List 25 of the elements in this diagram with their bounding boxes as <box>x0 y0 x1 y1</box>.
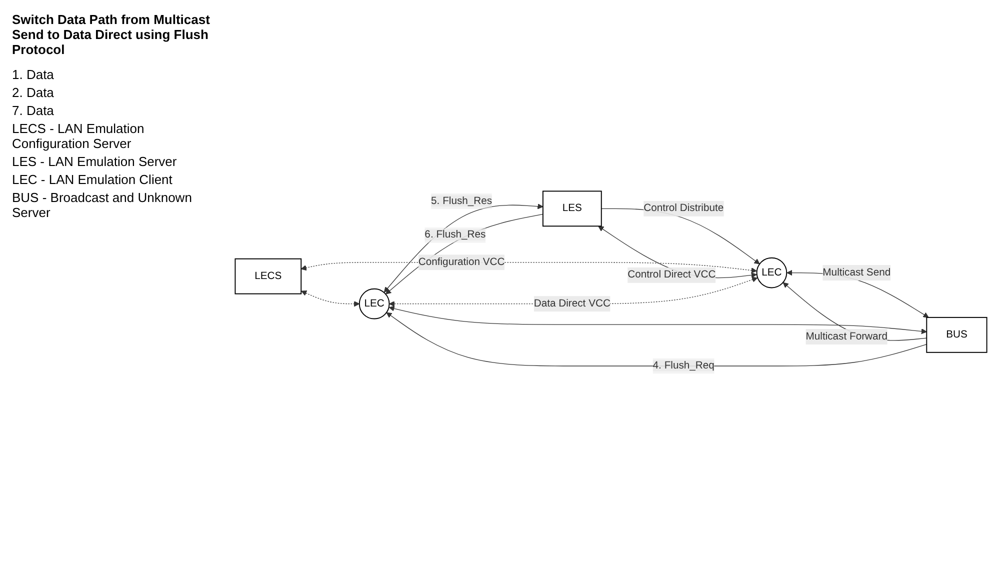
arrow <box>388 305 927 334</box>
annotation-text: LECS - LAN Emulation Configuration Server <box>12 121 146 151</box>
edge-label: 4. Flush_Req <box>652 360 714 371</box>
edge-label: Multicast Forward <box>806 330 888 342</box>
edge-label: Control Distribute <box>644 202 724 214</box>
node-box: BUS <box>926 316 988 352</box>
edge-label: Control Direct VCC <box>628 268 716 280</box>
node-circle: LEC <box>756 256 788 288</box>
annotation-text: BUS - Broadcast and Unknown Server <box>12 190 193 220</box>
edge-label: 6. Flush_Res <box>424 228 486 240</box>
annotation-text: LEC - LAN Emulation Client <box>12 172 174 187</box>
note-text: Switch Data Path from Multicast Send to Data Direct using Flush Protocol <box>12 12 211 57</box>
annotation-text: 7. Data <box>12 103 55 118</box>
annotation-text: LES - LAN Emulation Server <box>12 154 178 169</box>
arrow <box>301 290 360 306</box>
arrow <box>386 312 927 366</box>
edge-label: 5. Flush_Res <box>431 194 492 206</box>
edge-label: Data Direct VCC <box>534 298 610 309</box>
node-box: LES <box>542 190 602 226</box>
annotation-text: 1. Data <box>12 67 55 82</box>
node-circle: LEC <box>358 288 390 319</box>
edge-label: Multicast Send <box>822 266 891 278</box>
annotation-text: 2. Data <box>12 85 55 100</box>
node-box: LECS <box>234 258 302 294</box>
edge-label: Configuration VCC <box>418 256 505 268</box>
